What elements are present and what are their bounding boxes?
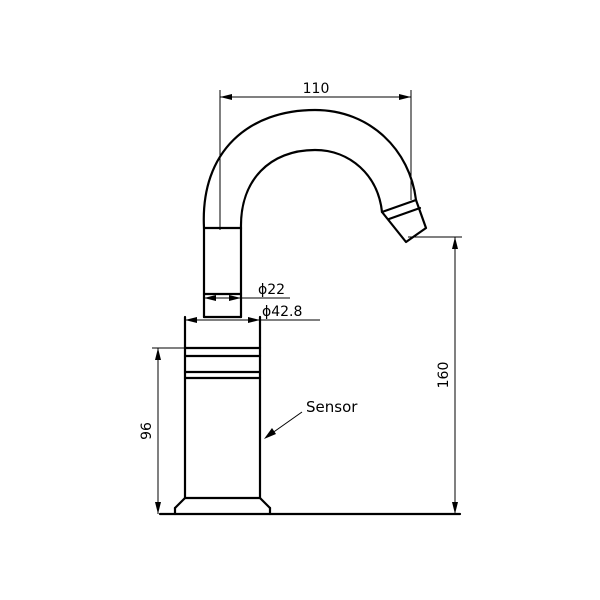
faucet-body (158, 315, 462, 516)
dim-label-96: 96 (139, 422, 155, 440)
sensor-label: Sensor (306, 398, 358, 416)
dim-label-110: 110 (303, 81, 330, 97)
faucet-spout (202, 108, 428, 319)
dim-label-d42-8: ϕ42.8 (262, 304, 302, 320)
dim-label-d22: ϕ22 (258, 282, 285, 298)
dimension-spout-height: 160 (408, 236, 462, 514)
dimension-body-diameter: ϕ42.8 (185, 304, 320, 323)
dim-label-160: 160 (436, 362, 452, 389)
dimension-pipe-diameter: ϕ22 (204, 282, 290, 301)
dimension-spout-reach: 110 (219, 81, 412, 230)
dimension-body-height: 96 (139, 347, 185, 514)
sensor-callout: Sensor (264, 398, 358, 439)
